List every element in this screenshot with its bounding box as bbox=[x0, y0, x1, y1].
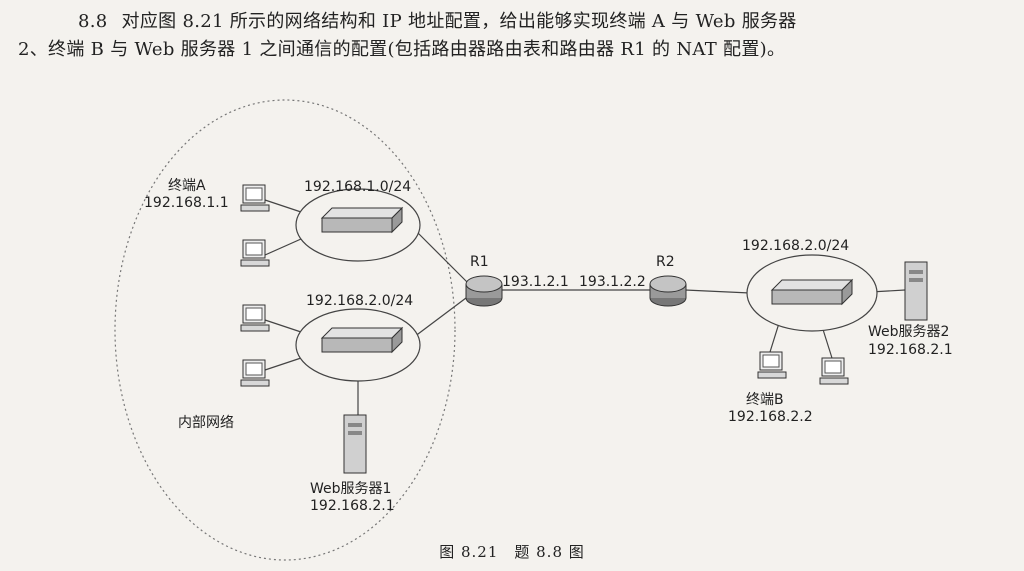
web-server-1-name: Web服务器1 bbox=[310, 481, 391, 497]
pc-icon bbox=[240, 239, 270, 267]
subnet-1-label: 192.168.1.0/24 bbox=[304, 179, 411, 195]
router-r1-icon bbox=[465, 275, 503, 307]
pc-icon bbox=[240, 359, 270, 387]
web-server-2-ip: 192.168.2.1 bbox=[868, 342, 953, 358]
question-line-2: 2、终端 B 与 Web 服务器 1 之间通信的配置(包括路由器路由表和路由器 … bbox=[18, 39, 786, 60]
figure-caption: 图 8.21 题 8.8 图 bbox=[0, 541, 1024, 562]
switch-icon bbox=[320, 326, 404, 354]
pc-icon bbox=[240, 304, 270, 332]
router-r2-label: R2 bbox=[656, 254, 675, 270]
pc-icon bbox=[240, 184, 270, 212]
switch-icon bbox=[770, 278, 854, 306]
web-server-2-name: Web服务器2 bbox=[868, 324, 949, 340]
internal-network-label: 内部网络 bbox=[178, 415, 234, 431]
question-text: 8.8 对应图 8.21 所示的网络结构和 IP 地址配置，给出能够实现终端 A … bbox=[18, 8, 998, 64]
subnet-2-external-label: 192.168.2.0/24 bbox=[742, 238, 849, 254]
server-icon bbox=[343, 414, 367, 474]
question-line-1: 对应图 8.21 所示的网络结构和 IP 地址配置，给出能够实现终端 A 与 W… bbox=[121, 11, 797, 32]
figure-title: 题 8.8 图 bbox=[514, 543, 585, 561]
router-r1-ip: 193.1.2.1 bbox=[502, 274, 569, 290]
switch-icon bbox=[320, 206, 404, 234]
router-r1-label: R1 bbox=[470, 254, 489, 270]
question-number: 8.8 bbox=[78, 11, 108, 32]
terminal-b-name: 终端B bbox=[746, 392, 784, 408]
terminal-a-ip: 192.168.1.1 bbox=[144, 195, 229, 211]
server-icon bbox=[904, 261, 928, 321]
pc-icon bbox=[757, 351, 787, 379]
subnet-2-internal-label: 192.168.2.0/24 bbox=[306, 293, 413, 309]
web-server-1-ip: 192.168.2.1 bbox=[310, 498, 395, 514]
router-r2-icon bbox=[649, 275, 687, 307]
terminal-a-name: 终端A bbox=[168, 178, 206, 194]
terminal-b-ip: 192.168.2.2 bbox=[728, 409, 813, 425]
internal-network-boundary bbox=[114, 99, 456, 561]
figure-number: 图 8.21 bbox=[439, 543, 499, 561]
router-r2-ip: 193.1.2.2 bbox=[579, 274, 646, 290]
pc-icon bbox=[819, 357, 849, 385]
